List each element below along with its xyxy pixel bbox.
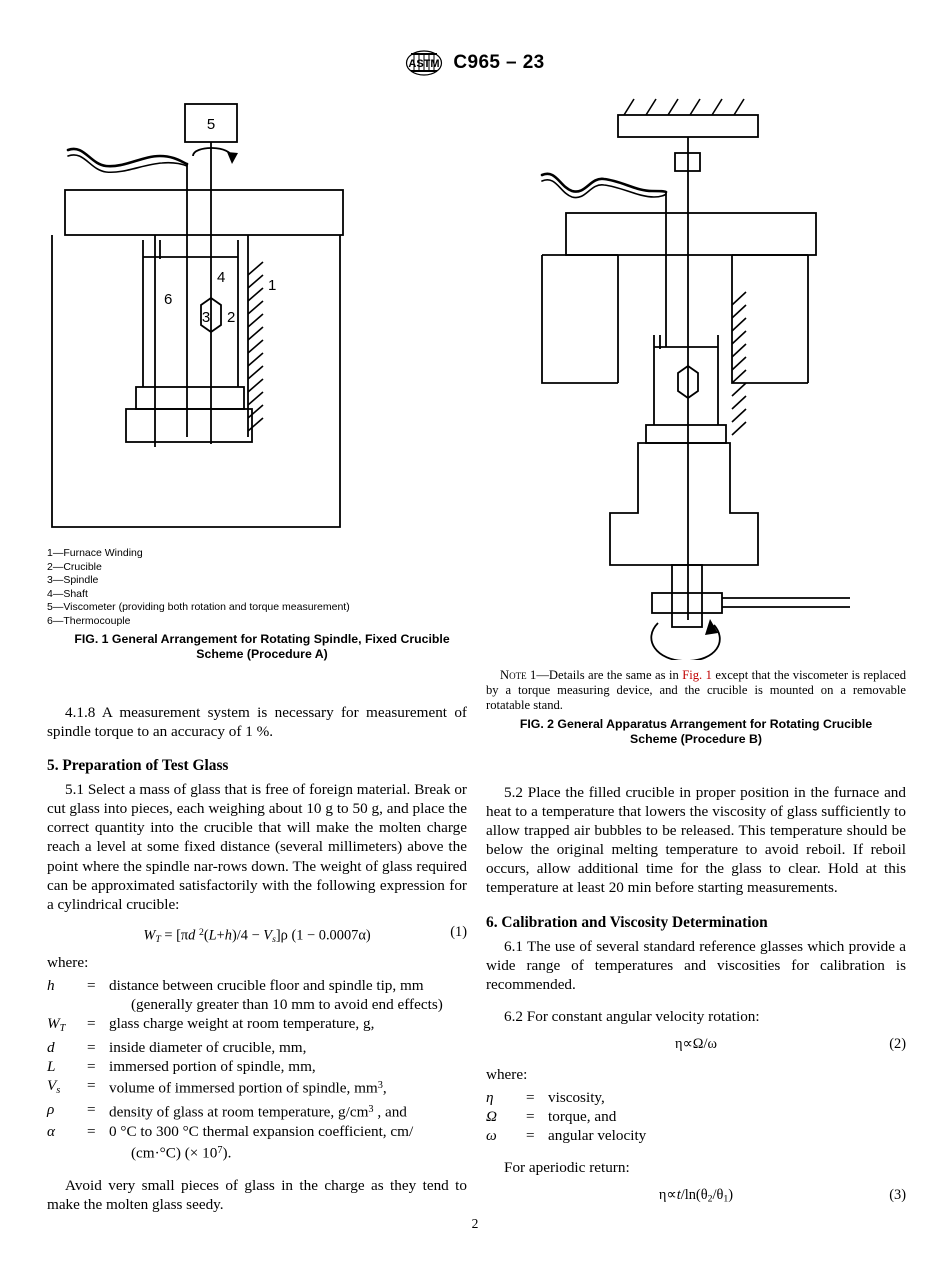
figure-1-caption: FIG. 1 General Arrangement for Rotating … [47, 632, 477, 663]
definition-text: immersed portion of spindle, mm, [109, 1058, 316, 1076]
definition-symbol: α [47, 1123, 55, 1141]
equation-2-body: η∝Ω/ω [675, 1035, 717, 1052]
paragraph-6-1: 6.1 The use of several standard referenc… [486, 937, 906, 993]
definition-text-cont: (cm·°C) (× 107). [131, 1144, 232, 1162]
definition-equals: = [87, 1077, 96, 1095]
figure-1-legend-block: 1—Furnace Winding 2—Crucible 3—Spindle 4… [47, 547, 477, 663]
definition-text: volume of immersed portion of spindle, m… [109, 1079, 387, 1097]
legend-item: 1—Furnace Winding [47, 547, 143, 559]
paragraph-aperiodic: For aperiodic return: [504, 1159, 630, 1177]
definition-symbol: ω [486, 1127, 497, 1145]
definition-row: Vs = volume of immersed portion of spind… [47, 1076, 467, 1100]
page-number: 2 [471, 1216, 479, 1231]
definition-equals: = [87, 1015, 96, 1033]
definition-equals: = [526, 1108, 535, 1126]
definition-equals: = [87, 976, 96, 994]
legend-item: 5—Viscometer (providing both rotation an… [47, 601, 350, 614]
definition-symbol: ρ [47, 1101, 55, 1119]
fig1-label-4: 4 [217, 269, 225, 286]
definition-text: density of glass at room temperature, g/… [109, 1103, 407, 1121]
definition-row: h = distance between crucible floor and … [47, 976, 467, 1014]
definition-text-cont: (generally greater than 10 mm to avoid e… [131, 996, 443, 1014]
definition-list-right: η = viscosity, Ω = torque, and ω = angul… [486, 1088, 906, 1145]
figure-1-crossreference-link[interactable]: Fig. 1 [682, 668, 712, 682]
equation-3-number: (3) [889, 1187, 906, 1204]
heading-section-6: 6. Calibration and Viscosity Determinati… [486, 913, 768, 931]
right-column: 5.2 Place the filled crucible in proper … [486, 783, 906, 1215]
definition-text-main: distance between crucible floor and spin… [109, 976, 424, 994]
note-prefix: 1—Details are the same as in [526, 668, 683, 682]
definition-text: glass charge weight at room temperature,… [109, 1015, 375, 1033]
fig1-label-6: 6 [164, 291, 172, 308]
legend-item: 2—Crucible [47, 560, 102, 573]
definition-row: ρ = density of glass at room temperature… [47, 1100, 467, 1122]
equation-1-number: (1) [450, 923, 467, 940]
definition-row: L = immersed portion of spindle, mm, [47, 1057, 467, 1076]
definition-symbol: Ω [486, 1108, 497, 1126]
fig1-label-3: 3 [202, 309, 210, 326]
definition-list-left: h = distance between crucible floor and … [47, 976, 467, 1163]
figure-2-diagram [520, 95, 900, 660]
equation-1-body: WT = [πd 2(L+h)/4 − Vs]ρ (1 − 0.0007α) [143, 926, 371, 945]
legend-item: 6—Thermocouple [47, 614, 131, 627]
paragraph-avoid: Avoid very small pieces of glass in the … [47, 1176, 467, 1213]
where-label-right: where: [486, 1065, 528, 1083]
figure-1-caption-line2: Scheme (Procedure A) [196, 647, 328, 662]
definition-equals: = [87, 1039, 96, 1057]
definition-text: angular velocity [548, 1127, 647, 1145]
where-label-left: where: [47, 953, 89, 971]
fig1-label-1: 1 [268, 277, 276, 294]
definition-row: η = viscosity, [486, 1088, 906, 1107]
definition-equals: = [87, 1101, 96, 1119]
standard-designation: C965 – 23 [453, 52, 545, 73]
definition-symbol: Vs [47, 1077, 61, 1097]
definition-row: ω = angular velocity [486, 1126, 906, 1145]
paragraph-5-2: 5.2 Place the filled crucible in proper … [486, 784, 906, 897]
definition-symbol: d [47, 1039, 55, 1057]
definition-row: WT = glass charge weight at room tempera… [47, 1014, 467, 1038]
definition-text: distance between crucible floor and spin… [109, 976, 467, 1014]
figure-2-caption-line2: Scheme (Procedure B) [630, 732, 762, 747]
note-label: Note [500, 668, 527, 682]
legend-item: 3—Spindle [47, 574, 99, 587]
paragraph-4-1-8: 4.1.8 A measurement system is necessary … [47, 704, 467, 741]
definition-text: inside diameter of crucible, mm, [109, 1039, 307, 1057]
figure-1-legend: 1—Furnace Winding 2—Crucible 3—Spindle 4… [47, 547, 477, 629]
definition-equals: = [87, 1058, 96, 1076]
definition-equals: = [87, 1123, 96, 1141]
paragraph-5-1: 5.1 Select a mass of glass that is free … [47, 781, 467, 913]
fig1-label-5: 5 [207, 116, 215, 133]
figure-2-note: Note 1—Details are the same as in Fig. 1… [486, 668, 906, 714]
astm-logo-icon: ASTM [405, 48, 443, 78]
legend-item: 4—Shaft [47, 587, 88, 600]
definition-text: viscosity, [548, 1089, 605, 1107]
left-column: 4.1.8 A measurement system is necessary … [47, 703, 467, 1214]
equation-1: WT = [πd 2(L+h)/4 − Vs]ρ (1 − 0.0007α) (… [47, 923, 467, 945]
definition-text: torque, and [548, 1108, 617, 1126]
definition-symbol: η [486, 1089, 494, 1107]
page-header: ASTM C965 – 23 [0, 48, 950, 78]
definition-symbol: WT [47, 1015, 66, 1035]
equation-3-body: η∝t/ln(θ2/θ1) [658, 1187, 734, 1206]
definition-equals: = [526, 1089, 535, 1107]
note-suffix: except that the viscometer is replaced b… [486, 668, 906, 713]
definition-row: d = inside diameter of crucible, mm, [47, 1038, 467, 1057]
heading-section-5: 5. Preparation of Test Glass [47, 757, 229, 775]
figure-2-caption: FIG. 2 General Apparatus Arrangement for… [486, 717, 906, 748]
paragraph-6-2: 6.2 For constant angular velocity rotati… [504, 1007, 760, 1025]
definition-row: α = 0 °C to 300 °C thermal expansion coe… [47, 1122, 467, 1163]
definition-row: Ω = torque, and [486, 1107, 906, 1126]
equation-2: η∝Ω/ω (2) [486, 1035, 906, 1055]
figure-2-caption-line1: FIG. 2 General Apparatus Arrangement for… [519, 716, 873, 731]
definition-symbol: h [47, 976, 55, 994]
definition-text: 0 °C to 300 °C thermal expansion coeffic… [109, 1122, 467, 1163]
figure-2-note-block: Note 1—Details are the same as in Fig. 1… [486, 668, 906, 748]
definition-equals: = [526, 1127, 535, 1145]
equation-3: η∝t/ln(θ2/θ1) (3) [486, 1186, 906, 1206]
fig1-label-2: 2 [227, 309, 235, 326]
figure-1-caption-line1: FIG. 1 General Arrangement for Rotating … [74, 631, 450, 646]
equation-2-number: (2) [889, 1035, 906, 1052]
figure-1-diagram: 5 4 6 3 2 1 [50, 92, 430, 542]
definition-symbol: L [47, 1058, 56, 1076]
